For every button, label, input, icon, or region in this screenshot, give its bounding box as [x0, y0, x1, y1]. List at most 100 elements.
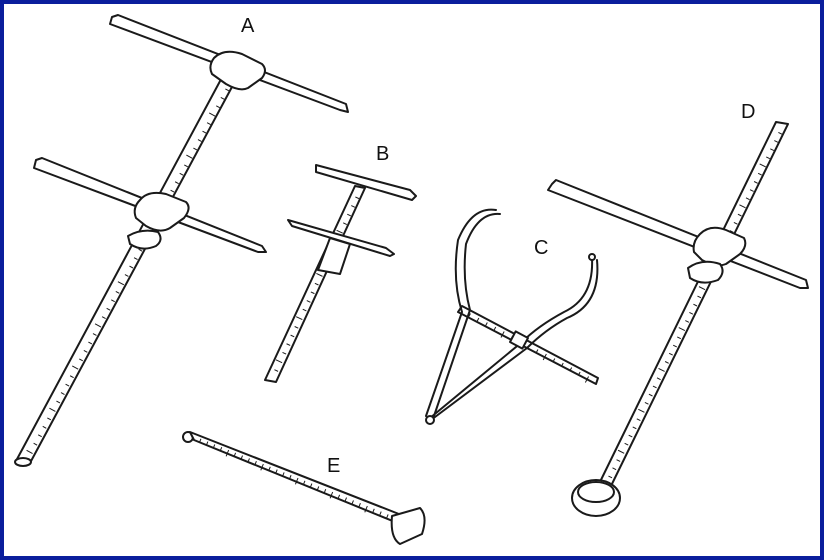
- instrument-d: [547, 121, 809, 517]
- instrument-e-tape: [189, 431, 405, 525]
- instrument-c: [425, 208, 599, 425]
- scale-tick: [289, 475, 292, 480]
- scale-tick: [215, 105, 220, 109]
- scale-tick: [636, 418, 641, 421]
- scale-tick: [500, 331, 505, 338]
- instrument-c-right-arm: [429, 257, 594, 419]
- scale-tick: [612, 467, 617, 471]
- scale-tick: [542, 353, 547, 361]
- scale-tick: [616, 459, 621, 462]
- scale-tick: [88, 341, 93, 345]
- scale-tick: [179, 172, 184, 176]
- scale-tick: [678, 327, 686, 331]
- instrument-c-tip: [588, 253, 596, 261]
- scale-tick: [386, 514, 389, 519]
- scale-tick: [697, 295, 702, 299]
- scale-tick: [770, 148, 775, 151]
- scale-tick: [685, 320, 690, 323]
- scale-tick: [254, 461, 257, 466]
- label-e: E: [327, 455, 341, 477]
- instrument-c-bar: [457, 305, 599, 385]
- scale-tick: [759, 163, 766, 168]
- scale-tick: [739, 204, 746, 209]
- scale-tick: [658, 367, 665, 372]
- scale-tick: [468, 313, 471, 318]
- instrument-d-bar: [547, 179, 809, 289]
- scale-tick: [282, 351, 287, 355]
- scale-tick: [693, 303, 698, 307]
- scale-tick: [648, 393, 653, 397]
- scale-tick: [202, 130, 207, 134]
- scale-tick: [247, 458, 250, 463]
- scale-tick: [37, 434, 42, 438]
- instrument-c-bar-scale: [468, 313, 590, 383]
- scale-tick: [65, 383, 70, 387]
- scale-tick: [306, 300, 311, 303]
- scale-tick: [94, 323, 102, 328]
- scale-tick: [124, 274, 129, 277]
- scale-tick: [286, 343, 291, 346]
- scale-tick: [652, 385, 657, 389]
- scale-tick: [644, 401, 649, 405]
- scale-tick: [344, 497, 347, 502]
- scale-tick: [608, 475, 613, 479]
- scale-tick: [240, 455, 243, 460]
- scale-tick: [92, 333, 97, 336]
- scale-tick: [584, 376, 590, 383]
- scale-tick: [49, 407, 56, 412]
- scale-tick: [364, 505, 368, 513]
- scale-tick: [33, 442, 38, 446]
- scale-tick: [774, 140, 779, 143]
- instrument-d-base: [571, 479, 621, 517]
- scale-tick: [569, 367, 573, 372]
- scale-tick: [117, 281, 125, 286]
- scale-tick: [71, 365, 79, 370]
- scale-tick: [689, 311, 694, 315]
- scale-tick: [351, 500, 354, 505]
- scale-tick: [101, 316, 106, 320]
- scale-tick: [757, 172, 762, 176]
- instrument-a-end: [14, 457, 32, 467]
- instrument-d-hook: [687, 260, 724, 284]
- instrument-a-mid-clamp: [133, 191, 190, 232]
- instruments-drawing: [14, 14, 809, 545]
- scale-tick: [212, 444, 216, 449]
- scale-tick: [220, 96, 225, 100]
- instrument-e: [182, 431, 426, 545]
- instrument-a-top-clamp: [209, 50, 266, 91]
- scale-tick: [47, 417, 52, 421]
- instrument-d-clamp: [692, 226, 747, 267]
- scale-tick: [133, 257, 138, 261]
- scale-tick: [219, 447, 223, 452]
- scale-tick: [493, 326, 497, 331]
- scale-tick: [323, 489, 327, 494]
- instrument-d-rod-scale: [608, 131, 783, 479]
- scale-tick: [275, 469, 278, 474]
- scale-tick: [294, 477, 299, 485]
- scale-tick: [309, 483, 313, 488]
- scale-tick: [268, 466, 271, 471]
- scale-tick: [282, 472, 285, 477]
- instrument-b-top-bar: [315, 164, 417, 201]
- scale-tick: [668, 352, 673, 356]
- scale-tick: [347, 213, 352, 217]
- scale-tick: [83, 350, 88, 353]
- scale-tick: [60, 392, 65, 395]
- scale-tick: [476, 317, 480, 322]
- scale-tick: [749, 189, 754, 192]
- instrument-c-clamp: [509, 330, 529, 350]
- scale-tick: [745, 197, 750, 201]
- scale-tick: [628, 434, 633, 438]
- scale-tick: [351, 205, 356, 208]
- scale-tick: [186, 154, 193, 159]
- scale-tick: [310, 291, 315, 295]
- scale-tick: [316, 273, 323, 277]
- scale-tick: [42, 425, 47, 429]
- scale-tick: [656, 377, 661, 381]
- instrument-a-rod-scale: [26, 80, 234, 455]
- instrument-d-rod: [597, 121, 789, 489]
- label-a: A: [241, 15, 255, 37]
- scale-tick: [197, 139, 202, 142]
- instrument-a: [14, 14, 349, 467]
- scale-tick: [672, 344, 677, 348]
